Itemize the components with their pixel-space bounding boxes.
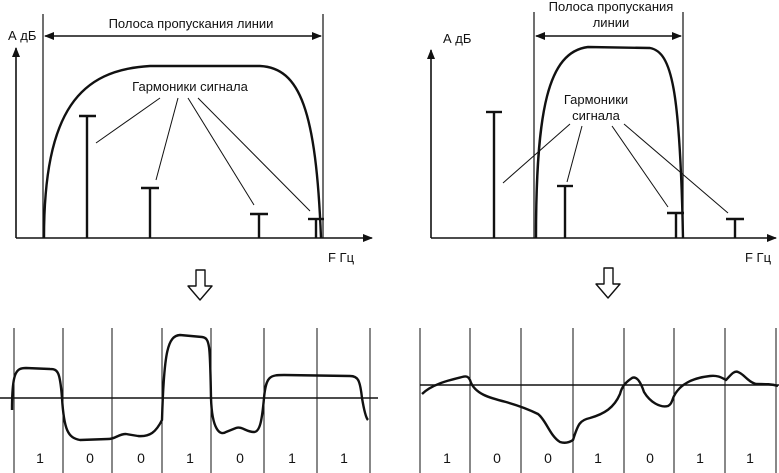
left-bit-labels: 1 0 0 1 0 1 1 bbox=[36, 450, 348, 466]
left-y-axis-label: А дБ bbox=[8, 28, 36, 43]
left-harmonic-1 bbox=[79, 114, 96, 238]
right-bit-5: 0 bbox=[646, 450, 654, 466]
left-bit-3: 0 bbox=[137, 450, 145, 466]
left-bit-7: 1 bbox=[340, 450, 348, 466]
right-harmonics-label-line1: Гармоники bbox=[564, 92, 628, 107]
right-bit-grid bbox=[419, 328, 777, 473]
left-harmonics-label: Гармоники сигнала bbox=[132, 79, 248, 94]
right-harmonic-4 bbox=[726, 217, 744, 238]
right-harmonic-1 bbox=[486, 110, 502, 238]
right-bandwidth-label-line1: Полоса пропускания bbox=[549, 0, 674, 14]
right-response-curve bbox=[534, 45, 685, 239]
left-harmonic-3 bbox=[250, 212, 268, 238]
left-spectrum-chart: А дБ F Гц Полоса пропускания линии Гармо… bbox=[8, 14, 373, 265]
left-response-curve bbox=[42, 64, 323, 239]
right-bandwidth-label-line2: линии bbox=[593, 15, 630, 30]
right-bit-7: 1 bbox=[746, 450, 754, 466]
right-y-axis-label: А дБ bbox=[443, 31, 471, 46]
left-down-arrow-icon bbox=[187, 269, 213, 301]
left-waveform-panel: 1 0 0 1 0 1 1 bbox=[0, 328, 378, 473]
left-bit-5: 0 bbox=[236, 450, 244, 466]
left-bit-6: 1 bbox=[288, 450, 296, 466]
right-bit-1: 1 bbox=[443, 450, 451, 466]
right-bit-6: 1 bbox=[696, 450, 704, 466]
left-bit-4: 1 bbox=[186, 450, 194, 466]
right-harmonics-leaders bbox=[502, 123, 729, 214]
left-harmonic-4 bbox=[308, 217, 324, 238]
right-harmonic-3 bbox=[667, 211, 684, 238]
right-bit-labels: 1 0 0 1 0 1 1 bbox=[443, 450, 754, 466]
right-waveform-panel: 1 0 0 1 0 1 1 bbox=[419, 328, 779, 473]
right-harmonics-label-line2: сигнала bbox=[572, 108, 620, 123]
right-x-axis-label: F Гц bbox=[745, 250, 772, 265]
right-spectrum-chart: А дБ F Гц Полоса пропускания линии Гармо… bbox=[427, 0, 777, 265]
right-received-signal bbox=[421, 370, 779, 445]
left-x-axis-label: F Гц bbox=[328, 250, 355, 265]
right-bit-2: 0 bbox=[493, 450, 501, 466]
left-bit-2: 0 bbox=[86, 450, 94, 466]
left-received-signal bbox=[10, 333, 369, 442]
left-harmonic-2 bbox=[141, 186, 159, 238]
left-bit-1: 1 bbox=[36, 450, 44, 466]
left-harmonics-leaders bbox=[95, 97, 311, 212]
right-bit-4: 1 bbox=[594, 450, 602, 466]
left-bandwidth-label: Полоса пропускания линии bbox=[109, 16, 274, 31]
right-harmonic-2 bbox=[557, 184, 573, 238]
right-bit-3: 0 bbox=[544, 450, 552, 466]
right-down-arrow-icon bbox=[595, 267, 621, 299]
